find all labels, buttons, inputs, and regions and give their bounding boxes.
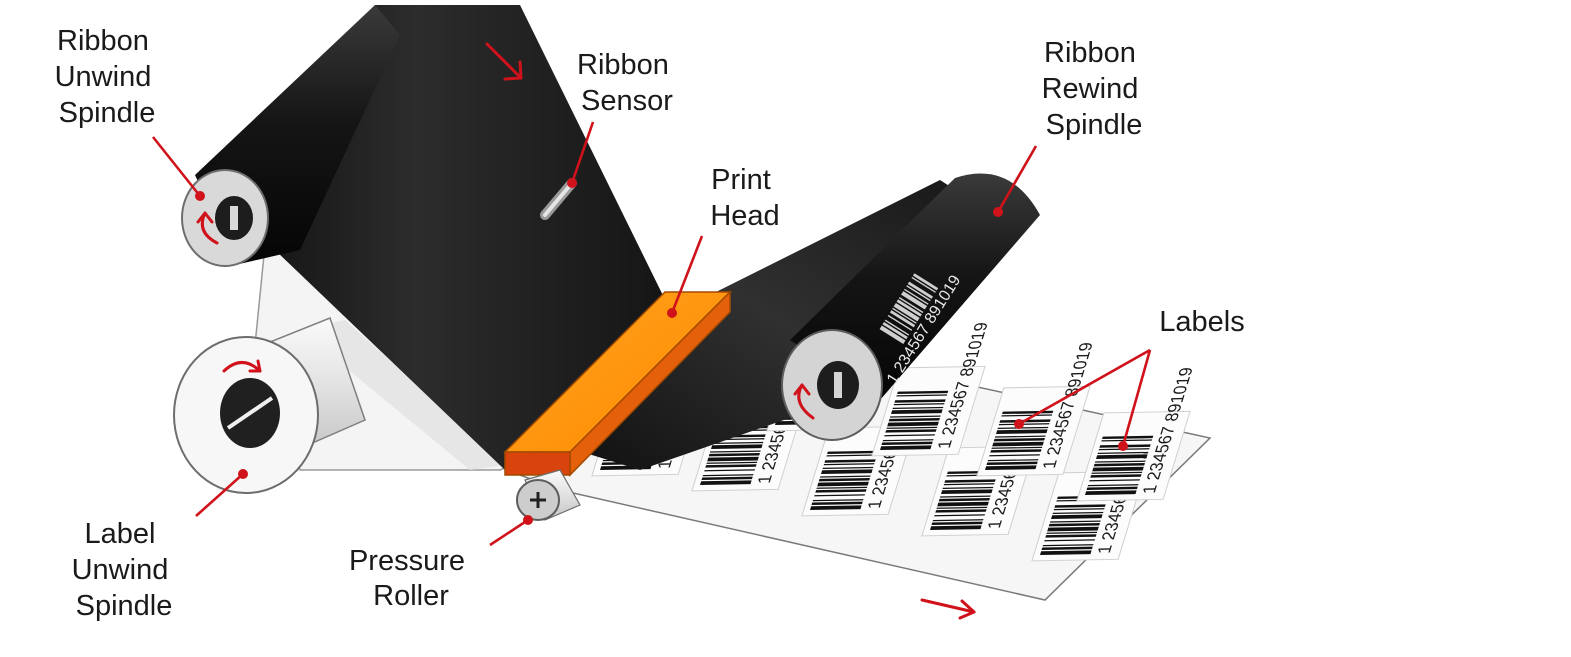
label-print-head: Print Head [710, 164, 779, 232]
leader-ribbon-unwind [151, 136, 205, 201]
ribbon-sensor-peg [540, 178, 577, 220]
barcode-label: 1 234567 891019 [871, 322, 992, 457]
ribbon-rewind-roll: 1 234567 891019 [781, 173, 1040, 441]
label-ribbon-rewind-spindle: Ribbon Rewind Spindle [1042, 37, 1147, 141]
label-pressure-roller: Pressure Roller [349, 545, 473, 612]
label-labels: Labels [1159, 306, 1244, 338]
leader-labels-2 [1118, 349, 1152, 451]
label-unwind-roll [173, 317, 366, 494]
label-motion-arrow [920, 598, 976, 620]
leader-label-unwind [195, 469, 248, 517]
ribbon-rewind-rotation-arrow [793, 383, 815, 420]
ribbon-used-barcode-image [879, 273, 939, 344]
label-ribbon-unwind-spindle: Ribbon Unwind Spindle [55, 25, 160, 129]
label-ribbon-sensor: Ribbon Sensor [577, 49, 677, 117]
leader-ribbon-rewind [993, 145, 1038, 217]
pressure-roller [516, 469, 581, 521]
motion-arrows [196, 42, 976, 620]
ribbon-unwind-rotation-arrow [196, 211, 219, 245]
print-head-block [503, 290, 732, 477]
leader-ribbon-sensor [567, 121, 595, 188]
leader-lines [151, 121, 1152, 547]
leader-labels-1 [1014, 348, 1151, 429]
ribbon-motion-arrow [485, 42, 523, 81]
label-unwind-rotation-arrow [222, 359, 262, 373]
leader-print-head [667, 235, 704, 318]
label-web-shadow [300, 320, 505, 470]
leader-pressure-roller [489, 515, 533, 547]
label-label-unwind-spindle: Label Unwind Spindle [72, 518, 177, 622]
